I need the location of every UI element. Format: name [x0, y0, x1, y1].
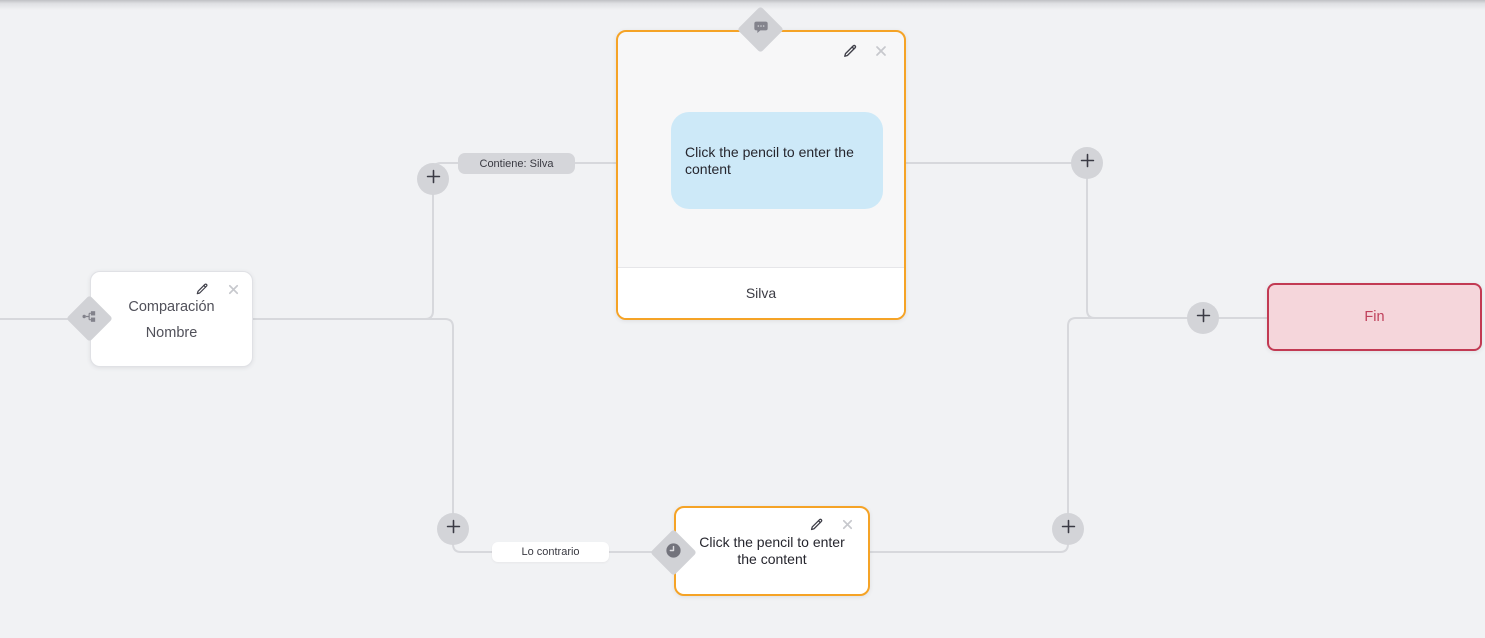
edit-pencil-button[interactable] [807, 515, 825, 533]
plus-icon [1059, 517, 1078, 541]
speech-bubble-icon [753, 19, 769, 40]
add-node-button[interactable] [437, 513, 469, 545]
plus-icon [444, 517, 463, 541]
message-node[interactable]: Click the pencil to enter the content Si… [616, 30, 906, 320]
close-icon[interactable] [224, 280, 242, 298]
edge-label-otherwise[interactable]: Lo contrario [492, 542, 609, 562]
comparison-node-handle[interactable] [66, 295, 113, 342]
message-footer-label: Silva [745, 285, 777, 301]
edge-comparison-to-delay [253, 318, 654, 553]
add-node-button[interactable] [1052, 513, 1084, 545]
plus-icon [1194, 306, 1213, 330]
message-content-bubble: Click the pencil to enter the content [671, 112, 883, 209]
edge-delay-to-end [870, 317, 1203, 553]
comparison-title-line2: Nombre [145, 325, 198, 341]
comparison-title-line1: Comparación [128, 299, 215, 315]
message-node-footer: Silva [618, 267, 904, 318]
close-icon[interactable] [838, 515, 856, 533]
message-node-handle[interactable] [737, 6, 784, 53]
add-node-button[interactable] [1071, 147, 1103, 179]
delay-placeholder-text: Click the pencil to enter the content [699, 534, 845, 567]
edit-pencil-button[interactable] [841, 42, 859, 60]
delay-node[interactable]: Click the pencil to enter the content [674, 506, 870, 596]
comparison-node-title: Comparación Nombre [91, 299, 252, 351]
plus-icon [1078, 151, 1097, 175]
delay-node-handle[interactable] [650, 529, 697, 576]
edge-label-contains-text: Contiene: Silva [479, 157, 554, 170]
end-node[interactable]: Fin [1267, 283, 1482, 351]
edge-message-to-end [906, 162, 1267, 319]
add-node-button[interactable] [1187, 302, 1219, 334]
close-icon[interactable] [872, 42, 890, 60]
clock-icon [664, 541, 683, 565]
message-placeholder-text: Click the pencil to enter the content [685, 143, 854, 177]
edge-label-contains[interactable]: Contiene: Silva [458, 153, 575, 174]
end-node-label: Fin [1364, 309, 1385, 325]
add-node-button[interactable] [417, 163, 449, 195]
comparison-node[interactable]: Comparación Nombre [90, 271, 253, 367]
edit-pencil-button[interactable] [193, 280, 211, 298]
plus-icon [424, 167, 443, 191]
edge-label-otherwise-text: Lo contrario [521, 546, 580, 558]
branch-icon [81, 308, 98, 330]
